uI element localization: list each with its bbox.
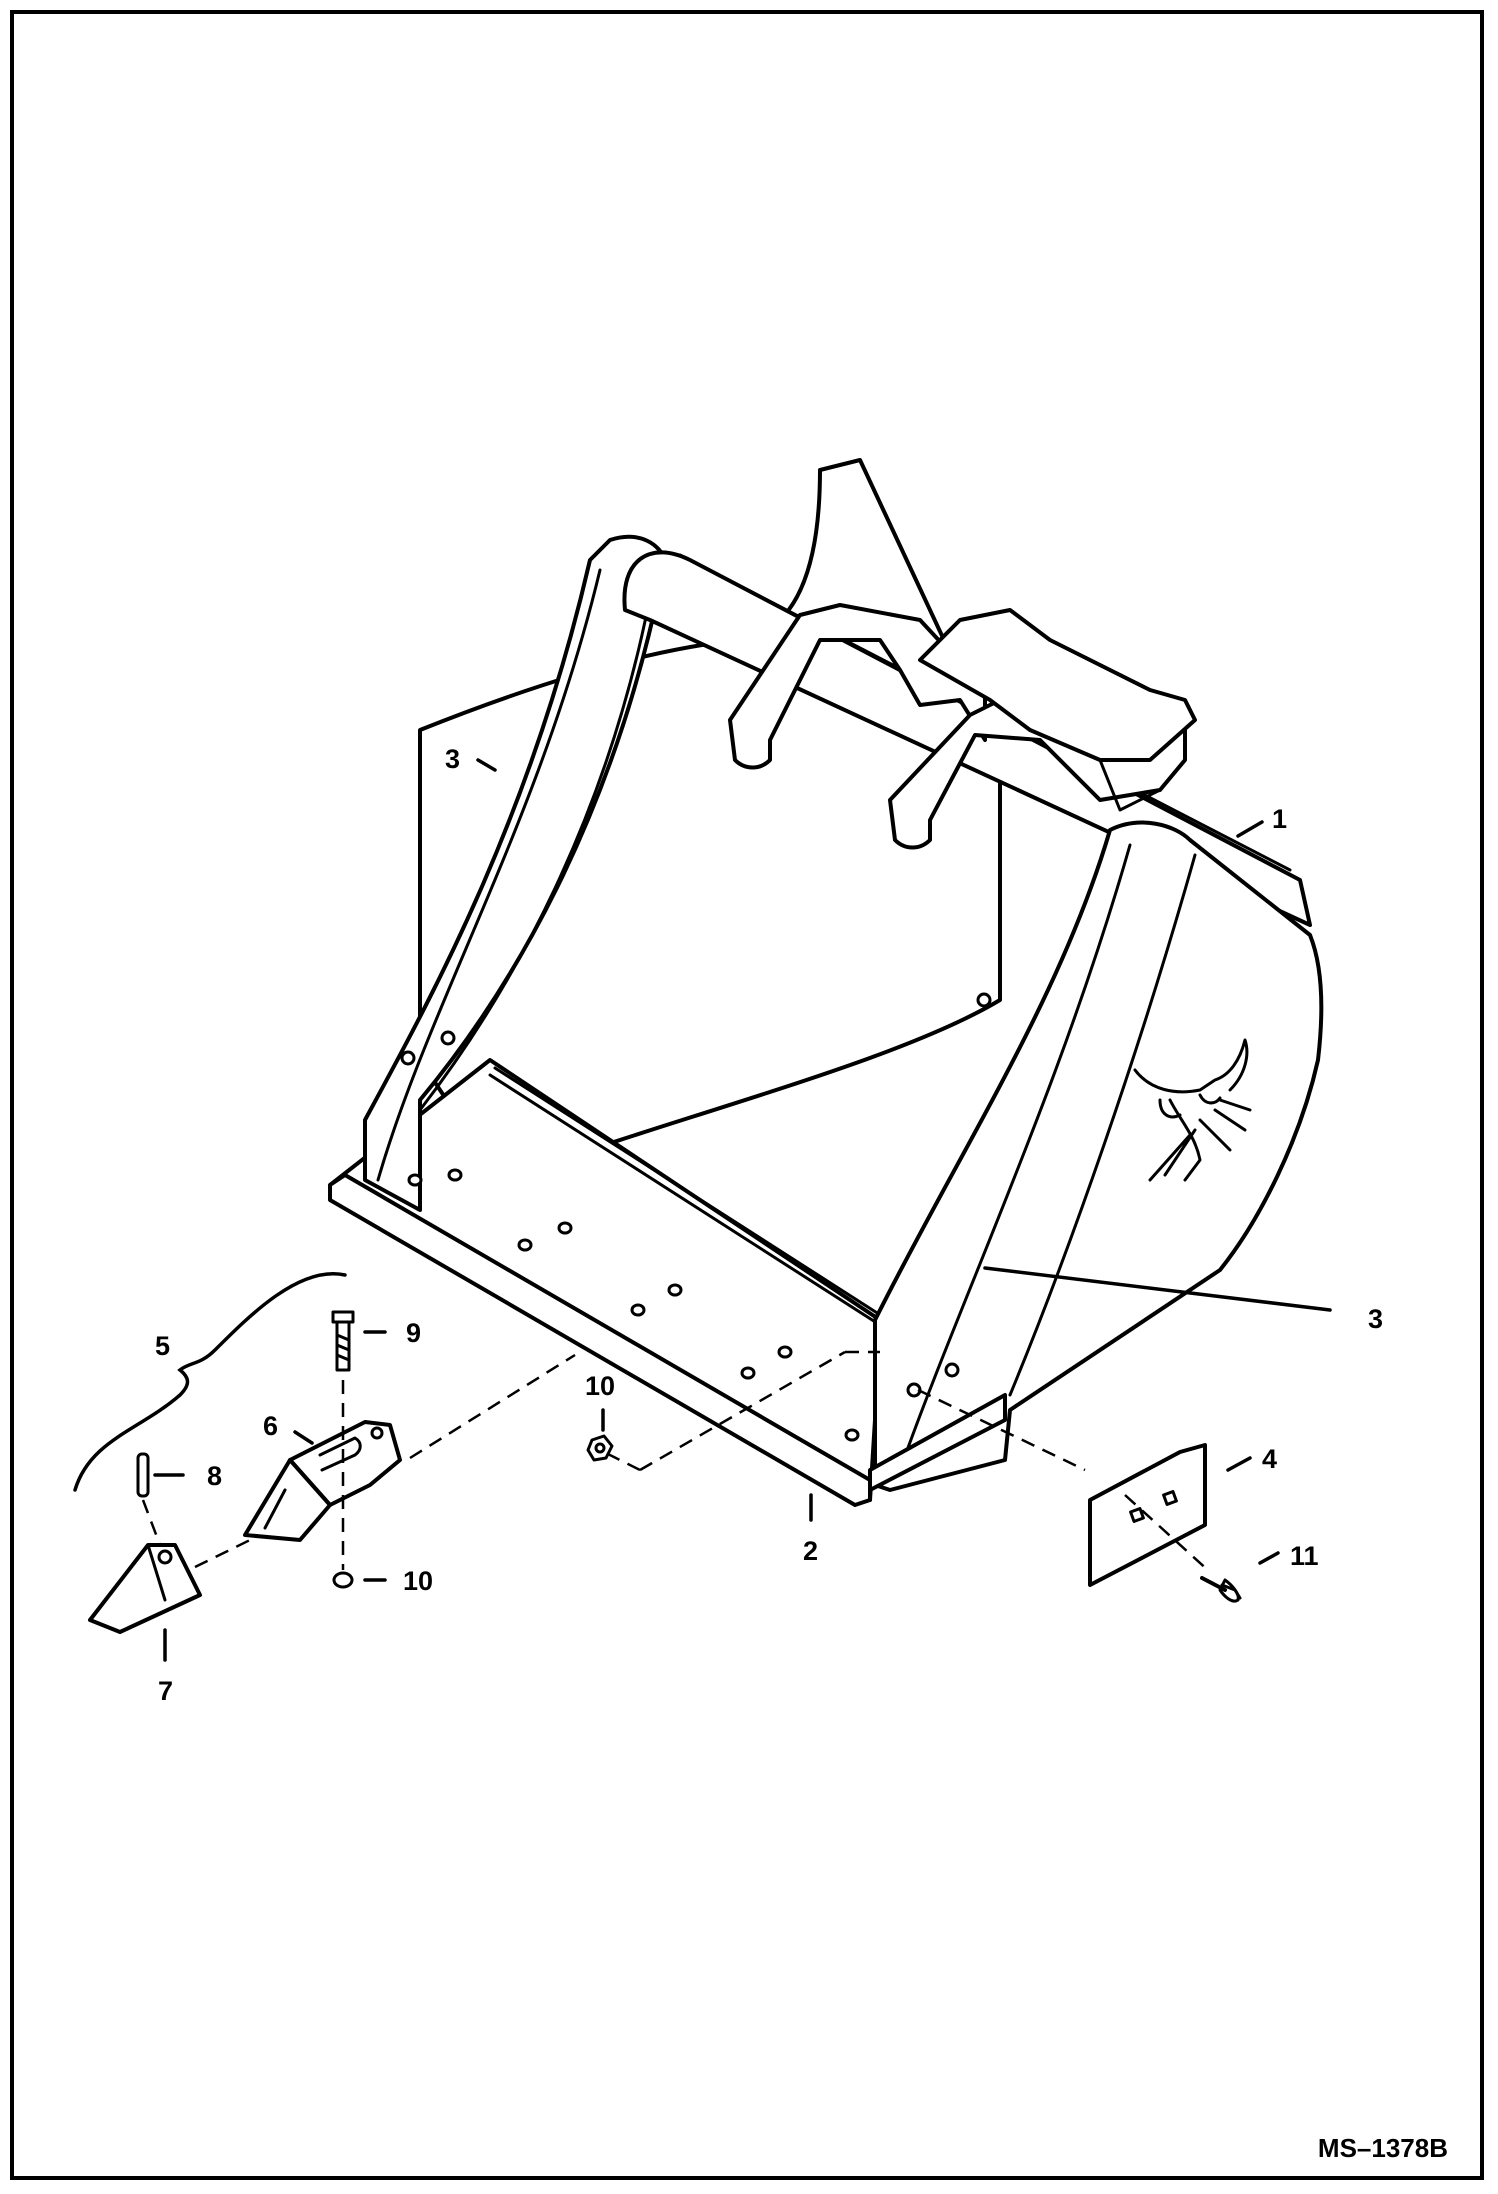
bobcat-logo-mark bbox=[1133, 1038, 1252, 1182]
callout-11: 11 bbox=[1290, 1541, 1319, 1571]
callouts: 3 1 3 2 4 5 6 7 8 9 10 10 11 bbox=[155, 744, 1383, 1706]
tooth-adapter bbox=[243, 1420, 402, 1542]
adapter-nut bbox=[332, 1571, 354, 1589]
callout-8: 8 bbox=[207, 1461, 222, 1491]
drawing-reference-number: MS–1378B bbox=[1318, 2133, 1448, 2163]
right-side-plate bbox=[873, 820, 1324, 1492]
rear-coupler-frame bbox=[918, 608, 1197, 762]
callout-3-left: 3 bbox=[445, 744, 460, 774]
callout-4: 4 bbox=[1262, 1444, 1277, 1474]
adapter-bolt bbox=[331, 1310, 355, 1372]
floor-bolt-holes bbox=[407, 1168, 860, 1442]
callout-6: 6 bbox=[263, 1411, 278, 1441]
bucket-assembly bbox=[328, 458, 1324, 1507]
callout-leaders bbox=[153, 758, 1332, 1662]
cutting-edge-plate bbox=[328, 1173, 872, 1507]
side-cutter-bolt bbox=[1200, 1576, 1242, 1603]
bucket-tooth bbox=[88, 1543, 202, 1634]
callout-3-right: 3 bbox=[1368, 1304, 1383, 1334]
callout-10-top: 10 bbox=[585, 1371, 615, 1401]
callout-10-bottom: 10 bbox=[403, 1566, 433, 1596]
callout-2: 2 bbox=[803, 1536, 818, 1566]
callout-1: 1 bbox=[1272, 804, 1287, 834]
page-border bbox=[10, 10, 1484, 2180]
callout-7: 7 bbox=[158, 1676, 173, 1706]
tooth-nut-top bbox=[586, 1434, 614, 1462]
assembly-dashed-lines bbox=[141, 1350, 1211, 1573]
tooth-pin bbox=[136, 1452, 150, 1498]
callout-9: 9 bbox=[406, 1318, 421, 1348]
tooth-kit-brace bbox=[73, 1271, 347, 1492]
callout-5: 5 bbox=[155, 1331, 170, 1361]
